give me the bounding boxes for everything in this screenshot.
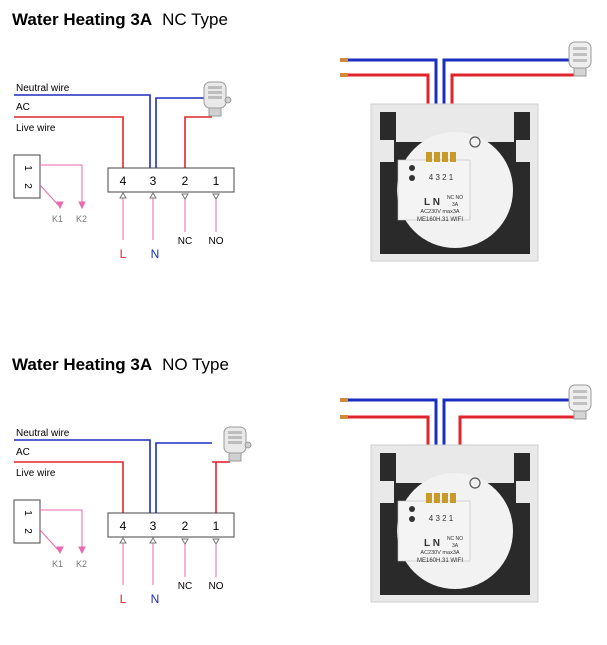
wiring-schematic-nc: Neutral wire AC Live wire 1 2 <box>13 41 592 262</box>
k2-label: K2 <box>76 559 87 569</box>
sensor-pin-2: 2 <box>22 528 33 534</box>
valve-actuator-icon <box>223 426 252 462</box>
title-text: Water Heating 3A <box>12 10 153 29</box>
thermostat-device: 4 3 2 1 L N NC NO 3A AC230V max3A ME160H… <box>340 384 592 603</box>
device-amps-label: 3A <box>452 543 459 549</box>
k2-label: K2 <box>76 214 87 224</box>
terminal-block <box>107 512 235 538</box>
diagram-no-section: Water Heating 3A NO Type Neutral wire AC … <box>0 345 607 645</box>
sensor-pin-1: 1 <box>22 510 33 516</box>
wiring-schematic-no: Neutral wire AC Live wire 1 2 <box>13 384 592 606</box>
sensor-pin-1: 1 <box>22 165 33 171</box>
diagram-title: Water Heating 3A NC Type <box>12 10 228 30</box>
terminal-input-wires <box>119 537 220 585</box>
live-wire-label: Live wire <box>16 123 56 134</box>
device-ln-label: L N <box>424 538 440 549</box>
k1-label: K1 <box>52 214 63 224</box>
device-terminal-numbers: 4 3 2 1 <box>429 173 454 182</box>
label-nc: NC <box>178 581 192 592</box>
device-ln-label: L N <box>424 197 440 208</box>
diagram-nc-section: Water Heating 3A NC Type Neutral wire AC … <box>0 0 607 300</box>
thermostat-device: 4 3 2 1 L N NC NO 3A AC230V max3A ME160H… <box>340 41 592 262</box>
neutral-wire <box>14 439 212 513</box>
device-rating-label: AC230V max3A <box>420 550 459 556</box>
terminal-block <box>107 167 235 193</box>
type-label: NO Type <box>162 355 229 374</box>
type-label: NC Type <box>162 10 228 29</box>
neutral-wire <box>14 94 212 168</box>
title-text: Water Heating 3A <box>12 355 153 374</box>
terminal-2: 2 <box>182 519 189 533</box>
ac-label: AC <box>16 447 30 458</box>
neutral-wire-label: Neutral wire <box>16 428 70 439</box>
sensor-pin-2: 2 <box>22 183 33 189</box>
terminal-3: 3 <box>150 174 157 188</box>
sensor-connector <box>13 154 41 199</box>
label-nc: NC <box>178 236 192 247</box>
diagram-title: Water Heating 3A NO Type <box>12 355 229 375</box>
device-model-label: ME160H.31 WIFI <box>417 558 463 564</box>
live-wire <box>14 116 212 168</box>
valve-actuator-icon <box>203 81 232 117</box>
sensor-wires <box>39 164 86 210</box>
terminal-3: 3 <box>150 519 157 533</box>
device-ncno-label: NC NO <box>447 536 463 542</box>
terminal-input-wires <box>119 192 220 240</box>
device-amps-label: 3A <box>452 202 459 208</box>
label-no: NO <box>209 236 224 247</box>
label-n: N <box>151 247 160 261</box>
label-no: NO <box>209 581 224 592</box>
terminal-2: 2 <box>182 174 189 188</box>
label-l: L <box>120 247 127 261</box>
neutral-wire-label: Neutral wire <box>16 83 70 94</box>
k1-label: K1 <box>52 559 63 569</box>
live-wire-label: Live wire <box>16 468 56 479</box>
device-terminal-numbers: 4 3 2 1 <box>429 514 454 523</box>
terminal-1: 1 <box>213 174 220 188</box>
sensor-connector <box>13 499 41 544</box>
terminal-4: 4 <box>120 174 127 188</box>
device-ncno-label: NC NO <box>447 195 463 201</box>
ac-label: AC <box>16 102 30 113</box>
label-n: N <box>151 592 160 606</box>
terminal-4: 4 <box>120 519 127 533</box>
terminal-1: 1 <box>213 519 220 533</box>
live-wire <box>14 461 230 513</box>
sensor-wires <box>39 509 86 555</box>
label-l: L <box>120 592 127 606</box>
device-model-label: ME160H.31 WIFI <box>417 217 463 223</box>
device-rating-label: AC230V max3A <box>420 209 459 215</box>
